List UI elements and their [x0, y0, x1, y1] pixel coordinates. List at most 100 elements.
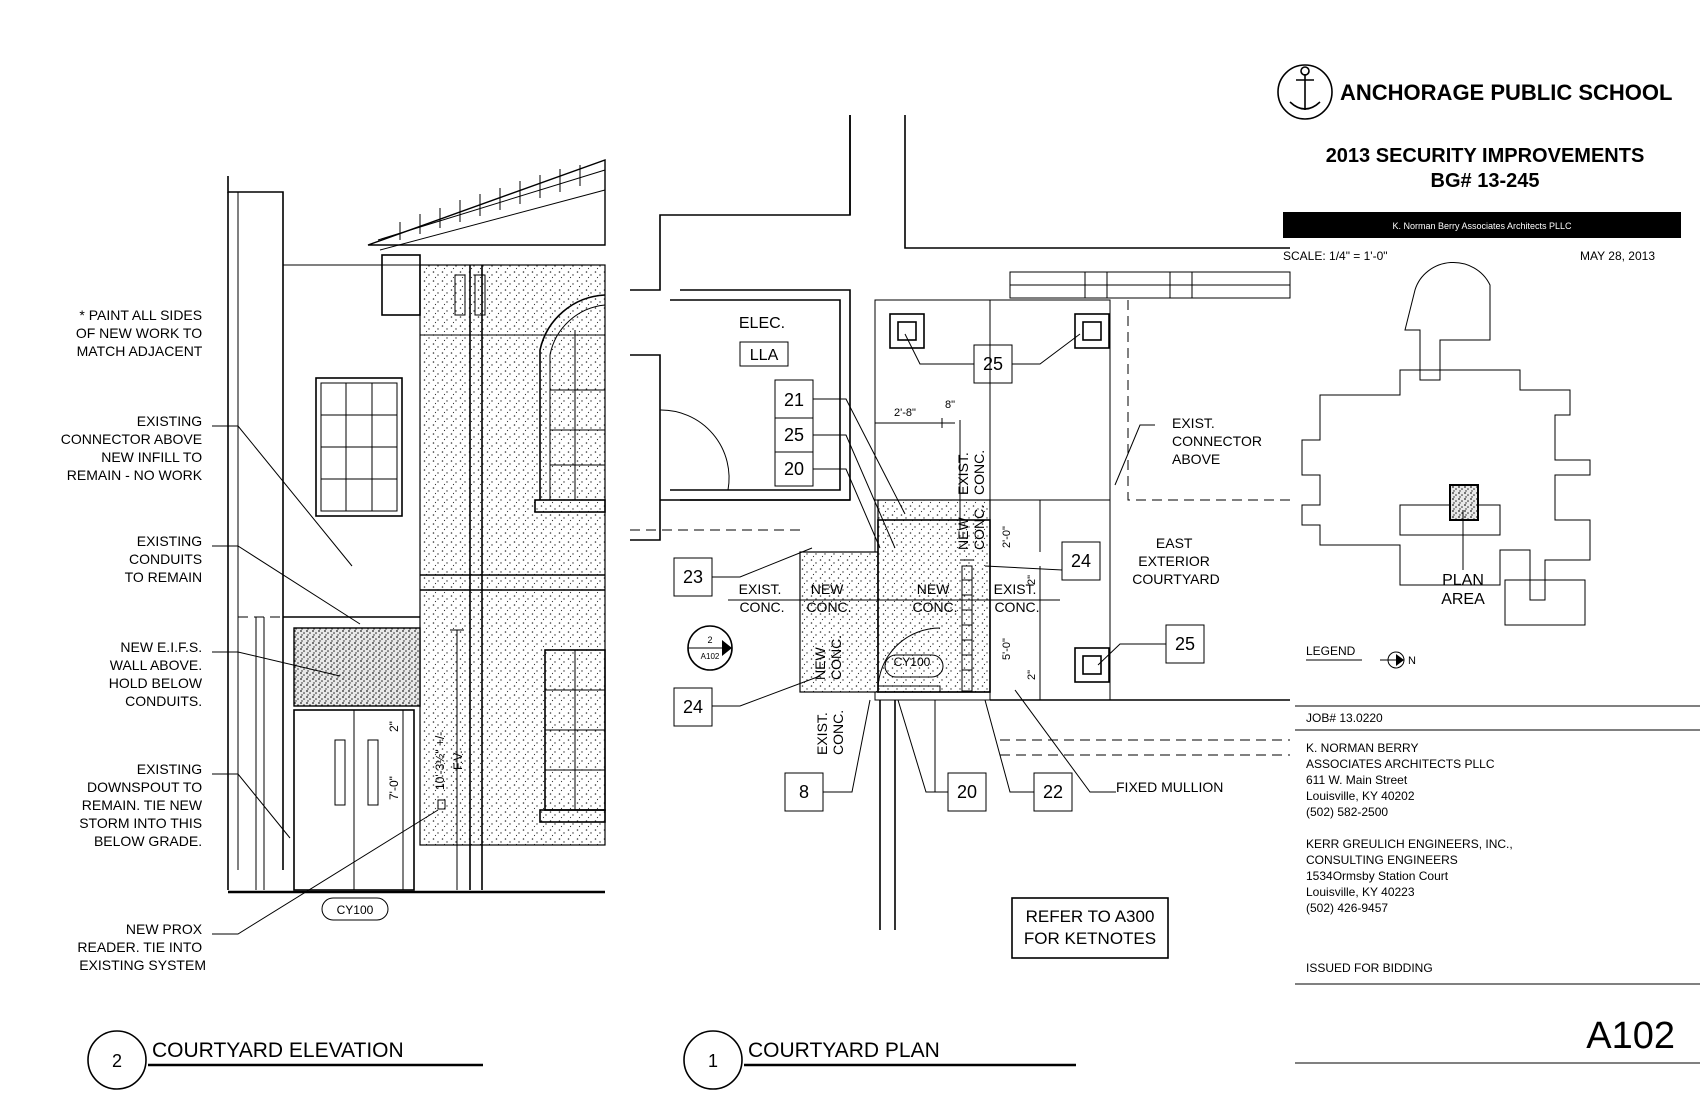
keynote-22: 22: [1043, 782, 1063, 802]
project-line-2: BG# 13-245: [1431, 170, 1540, 192]
elevation-title-text: COURTYARD ELEVATION: [152, 1039, 404, 1062]
svg-text:NEW CONC.: NEW CONC.: [812, 635, 844, 680]
note-connector-1: EXISTING: [137, 413, 202, 429]
keynote-21: 21: [784, 390, 804, 410]
note-prox-2: READER. TIE INTO: [77, 939, 202, 955]
new-conc-v2-1: NEW: [955, 517, 971, 550]
new-conc-w-2: CONC.: [806, 599, 851, 615]
dim-8: 8": [945, 399, 955, 411]
exist-conc-w-1: EXIST.: [739, 581, 782, 597]
note-eifs-2: WALL ABOVE.: [110, 657, 202, 673]
engineer-5: (502) 426-9457: [1306, 901, 1388, 915]
refer-note-1: REFER TO A300: [1026, 907, 1155, 926]
exist-conc-v-1: EXIST.: [814, 712, 830, 755]
connector-label-1: EXIST.: [1172, 415, 1215, 431]
room-tag: LLA: [750, 347, 779, 364]
note-connector-3: NEW INFILL TO: [101, 449, 202, 465]
plan-labels: ELEC. LLA 21 25 20 25 24 23 24 25 8 20 2…: [683, 315, 1266, 802]
new-conc-v-2: CONC.: [828, 635, 844, 680]
architect-1: K. NORMAN BERRY: [1306, 741, 1418, 755]
svg-text:EXIST. CONC.: EXIST. CONC.: [814, 708, 846, 755]
svg-text:EXIST. CONC.: EXIST. CONC.: [955, 448, 987, 495]
tile-roof: [367, 159, 606, 246]
plan-title: 1 COURTYARD PLAN: [683, 1030, 1076, 1090]
issued-text: ISSUED FOR BIDDING: [1306, 961, 1433, 975]
keynote-20a: 20: [784, 459, 804, 479]
north-arrow-icon: [1380, 651, 1405, 669]
note-paint-1: * PAINT ALL SIDES: [79, 307, 202, 323]
plan-title-text: COURTYARD PLAN: [748, 1039, 940, 1062]
svg-text:EXIST. CONNECTOR A: EXIST. CONNECTOR ABOVE: [1172, 415, 1266, 467]
key-plan: [1301, 261, 1591, 626]
connector-label-3: ABOVE: [1172, 451, 1220, 467]
connector-label-2: CONNECTOR: [1172, 433, 1262, 449]
fixed-mullion-label: FIXED MULLION: [1116, 779, 1223, 795]
courtyard-label-3: COURTYARD: [1132, 571, 1219, 587]
note-downspout-2: DOWNSPOUT TO: [87, 779, 202, 795]
exist-conc-e-1: EXIST.: [994, 581, 1037, 597]
keynote-25a: 25: [784, 425, 804, 445]
note-downspout-5: BELOW GRADE.: [94, 833, 202, 849]
keynote-23: 23: [683, 567, 703, 587]
elevation-door-tag: CY100: [337, 903, 374, 917]
svg-text:* PAINT ALL SIDES OF NEW: * PAINT ALL SIDES OF NEW WORK TO MATCH A…: [61, 307, 206, 973]
key-plan-label-2: AREA: [1441, 591, 1485, 608]
note-connector-2: CONNECTOR ABOVE: [61, 431, 202, 447]
exist-conc-w-2: CONC.: [739, 599, 784, 615]
new-conc-v2-2: CONC.: [971, 505, 987, 550]
refer-note: REFER TO A300 FOR KETNOTES: [1011, 897, 1169, 959]
elevation-notes: * PAINT ALL SIDES OF NEW WORK TO MATCH A…: [61, 307, 465, 973]
exist-conc-v-2: CONC.: [830, 710, 846, 755]
note-downspout-1: EXISTING: [137, 761, 202, 777]
sheet-number: A102: [1586, 1015, 1675, 1057]
svg-text:EXIST. CONC.: EXIST. CONC.: [739, 581, 786, 615]
architect-3: 611 W. Main Street: [1306, 773, 1408, 787]
new-conc-e-2: CONC.: [912, 599, 957, 615]
keynote-25c: 25: [1175, 634, 1195, 654]
fixed-mullion: [961, 565, 973, 692]
plan-door-tag: CY100: [894, 655, 931, 669]
courtyard-label-2: EXTERIOR: [1138, 553, 1210, 569]
date-text: MAY 28, 2013: [1580, 249, 1655, 263]
note-paint-2: OF NEW WORK TO: [76, 325, 202, 341]
new-conc-v-1: NEW: [812, 647, 828, 680]
dim-door-height: 7'-0": [387, 776, 401, 800]
section-marker-top: 2: [707, 635, 712, 645]
plan-number: 1: [708, 1051, 718, 1071]
room-name: ELEC.: [739, 315, 785, 332]
courtyard-elevation: [212, 159, 606, 935]
courtyard-label-1: EAST: [1156, 535, 1193, 551]
svg-text:NEW CONC.: NEW CONC.: [806, 581, 851, 615]
anchor-logo-icon: [1277, 64, 1333, 120]
note-downspout-4: STORM INTO THIS: [79, 815, 202, 831]
dim-5-0: 5'-0": [1001, 638, 1013, 660]
engineer-1: KERR GREULICH ENGINEERS, INC.,: [1306, 837, 1513, 851]
note-conduits-1: EXISTING: [137, 533, 202, 549]
note-paint-3: MATCH ADJACENT: [77, 343, 203, 359]
keynote-8: 8: [799, 782, 809, 802]
firm-banner: [1283, 212, 1681, 238]
dim-2-8: 2'-8": [894, 407, 916, 419]
engineer-4: Louisville, KY 40223: [1306, 885, 1415, 899]
new-conc-e-1: NEW: [917, 581, 950, 597]
exist-conc-v2-1: EXIST.: [955, 452, 971, 495]
keynote-24a: 24: [1071, 551, 1091, 571]
client-name: ANCHORAGE PUBLIC SCHOOL: [1340, 80, 1672, 105]
note-eifs-4: CONDUITS.: [125, 693, 202, 709]
architect-4: Louisville, KY 40202: [1306, 789, 1415, 803]
svg-text:EAST EXTERIOR COUR: EAST EXTERIOR COURTYARD: [1132, 535, 1219, 587]
note-conduits-3: TO REMAIN: [125, 569, 203, 585]
dim-2in-b: 2": [1026, 670, 1038, 680]
scale-text: SCALE: 1/4" = 1'-0": [1283, 249, 1388, 263]
exist-conc-v2-2: CONC.: [971, 450, 987, 495]
svg-text:EXIST. CONC.: EXIST. CONC.: [994, 581, 1041, 615]
refer-note-2: FOR KETNOTES: [1024, 929, 1156, 948]
eifs-wall: [293, 627, 421, 707]
new-conc-w-1: NEW: [811, 581, 844, 597]
architect-2: ASSOCIATES ARCHITECTS PLLC: [1306, 757, 1495, 771]
note-prox-3: EXISTING SYSTEM: [79, 957, 206, 973]
prox-reader: [437, 799, 446, 810]
note-eifs-1: NEW E.I.F.S.: [120, 639, 202, 655]
dim-overall-2: F.V.: [451, 750, 465, 770]
